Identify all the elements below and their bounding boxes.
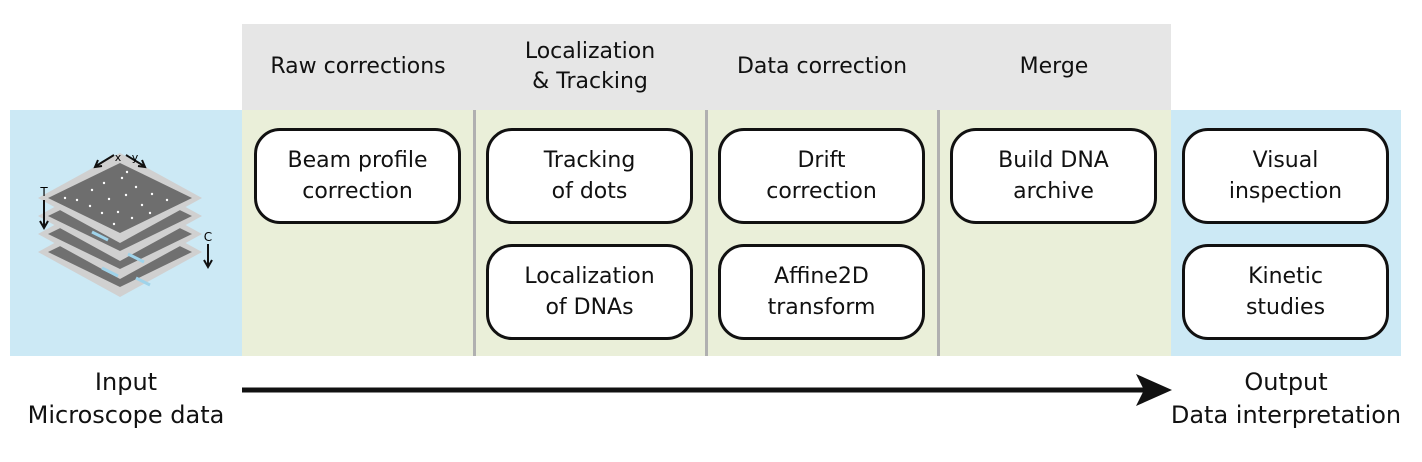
stage-divider — [705, 110, 708, 356]
box-drift-correction: Drift correction — [718, 128, 925, 224]
input-label-line1: Input — [94, 368, 158, 396]
stack-axis-y-label: y — [132, 151, 139, 164]
stage-title-localization-tracking: Localization & Tracking — [524, 39, 656, 94]
stage-header-bar — [242, 24, 1171, 110]
stage-title-merge: Merge — [1019, 54, 1089, 79]
stack-axis-t-label: T — [39, 185, 48, 199]
microscope-stack-icon: x y T C — [38, 151, 213, 297]
stack-axis-x-label: x — [115, 151, 122, 164]
input-label: Input Microscope data — [10, 366, 242, 432]
output-label: Output Data interpretation — [1166, 366, 1406, 432]
output-label-line2: Data interpretation — [1170, 401, 1402, 429]
stage-divider — [937, 110, 940, 356]
input-label-line2: Microscope data — [27, 401, 225, 429]
box-kinetic-studies: Kinetic studies — [1182, 244, 1389, 340]
pipeline-arrow — [242, 374, 1172, 406]
pipeline-arrow-head — [1136, 374, 1172, 406]
box-affine2d-transform: Affine2D transform — [718, 244, 925, 340]
box-beam-profile-correction: Beam profile correction — [254, 128, 461, 224]
stage-title-raw-corrections: Raw corrections — [270, 54, 446, 79]
stack-layer-top — [48, 163, 192, 233]
stage-title-data-correction: Data correction — [736, 54, 908, 79]
stack-axis-c-label: C — [204, 230, 212, 244]
box-visual-inspection: Visual inspection — [1182, 128, 1389, 224]
box-localization-of-dnas: Localization of DNAs — [486, 244, 693, 340]
output-label-line1: Output — [1244, 368, 1328, 396]
stage-divider — [473, 110, 476, 356]
box-tracking-of-dots: Tracking of dots — [486, 128, 693, 224]
box-build-dna-archive: Build DNA archive — [950, 128, 1157, 224]
